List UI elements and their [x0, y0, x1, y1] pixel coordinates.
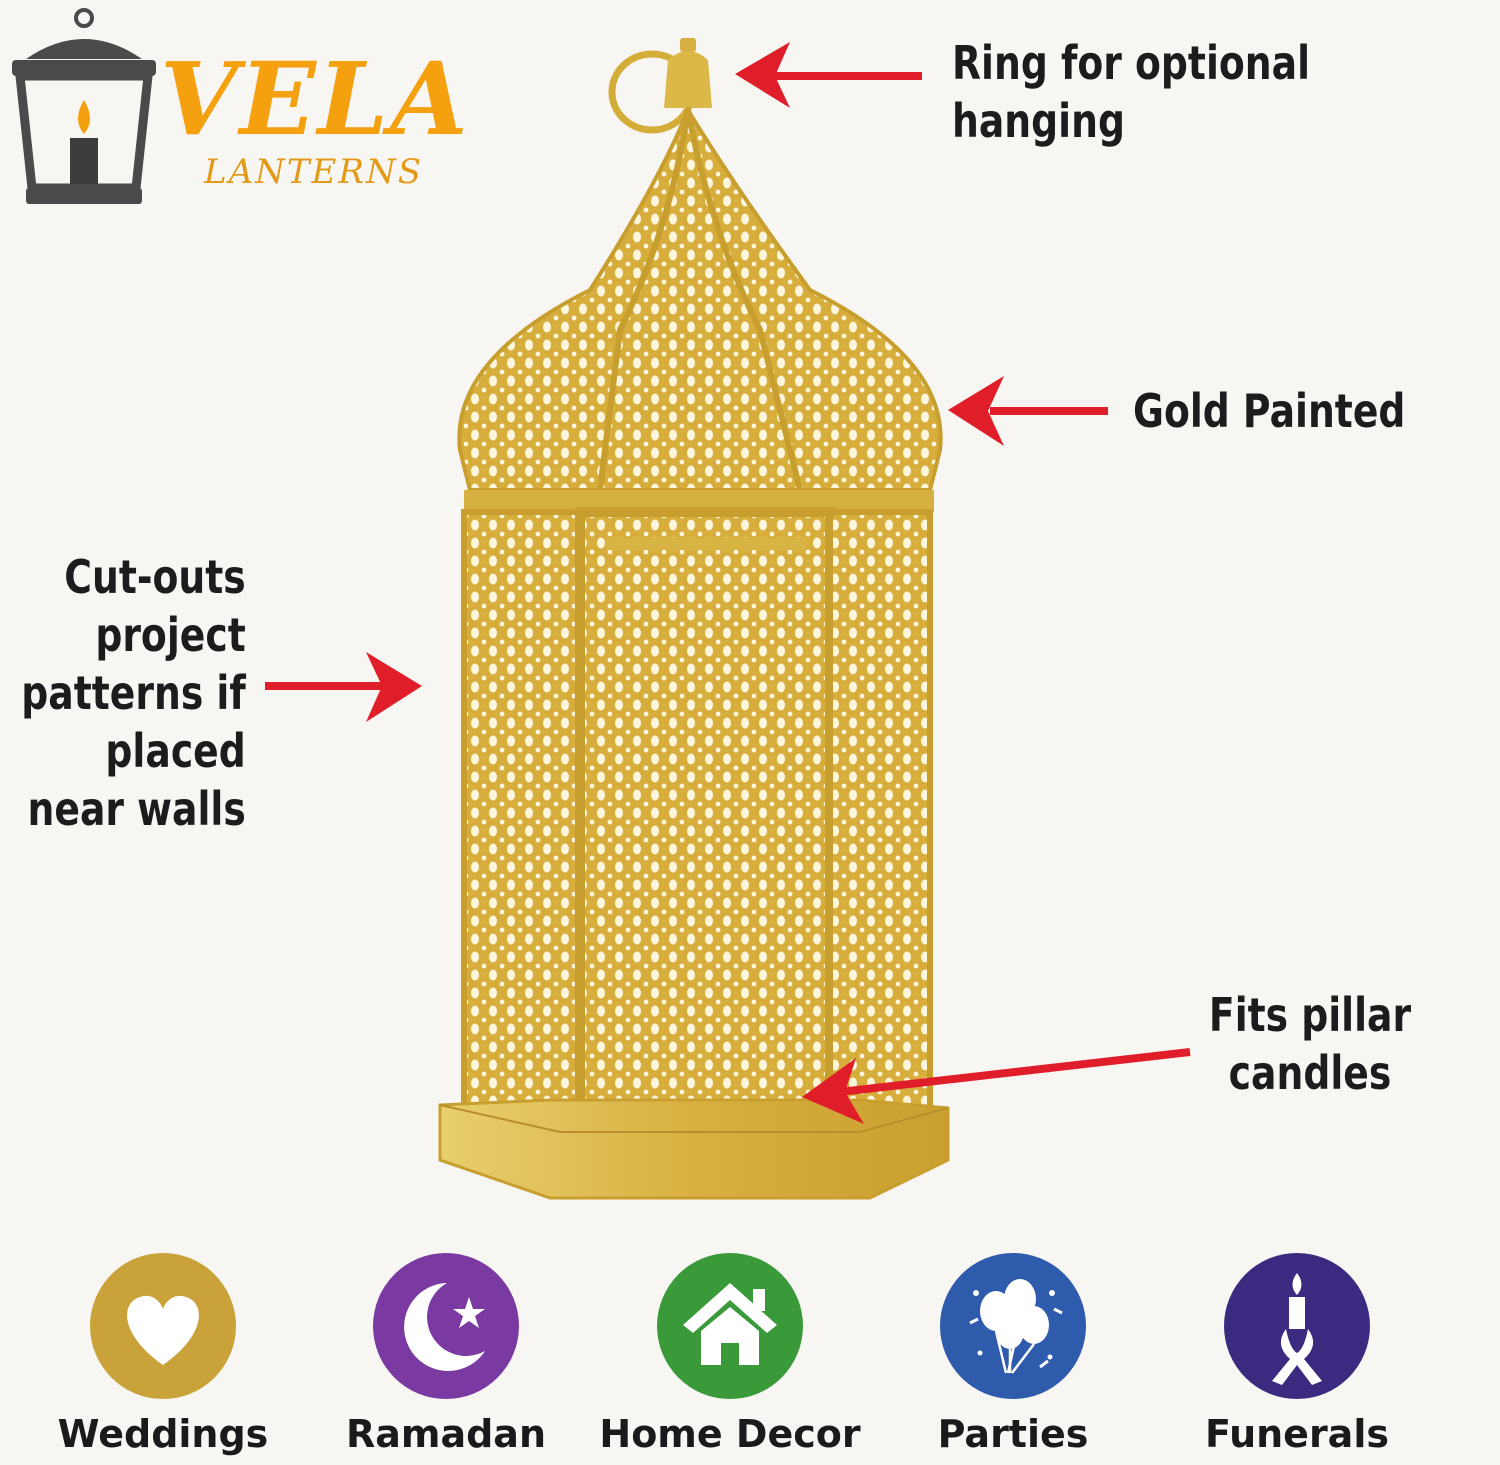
parties-badge	[940, 1253, 1086, 1399]
arrow-gold	[948, 376, 1108, 446]
arrow-ring	[735, 42, 922, 108]
home-decor-badge	[657, 1253, 803, 1399]
funerals-badge	[1224, 1253, 1370, 1399]
callout-gold: Gold Painted	[1133, 384, 1406, 438]
candle-ribbon-icon	[1272, 1273, 1322, 1385]
brand-logo: VELA LANTERNS	[0, 0, 468, 215]
callout-cutouts: Cut-outs project patterns if placed near…	[21, 550, 246, 836]
house-icon	[683, 1283, 777, 1365]
label-weddings: Weddings	[57, 1412, 269, 1456]
callout-arrows	[265, 42, 1191, 1124]
hanging-ring	[608, 38, 712, 134]
label-home-decor: Home Decor	[599, 1412, 861, 1456]
arrow-cutouts	[265, 652, 422, 722]
lantern-logo-icon	[12, 8, 156, 204]
label-ramadan: Ramadan	[345, 1412, 547, 1456]
arrow-fits	[802, 1048, 1191, 1124]
brand-name: VELA	[160, 40, 470, 158]
gold-lantern-image	[438, 38, 950, 1200]
callout-fits: Fits pillar candles	[1208, 988, 1412, 1100]
brand-tagline: LANTERNS	[204, 152, 424, 192]
balloons-icon	[969, 1279, 1063, 1374]
label-parties: Parties	[937, 1412, 1089, 1456]
ramadan-badge	[373, 1253, 519, 1399]
weddings-badge	[90, 1253, 236, 1399]
heart-icon	[127, 1295, 199, 1365]
label-funerals: Funerals	[1205, 1412, 1389, 1456]
callout-ring: Ring for optional hanging	[952, 36, 1311, 148]
crescent-star-icon	[404, 1283, 485, 1371]
